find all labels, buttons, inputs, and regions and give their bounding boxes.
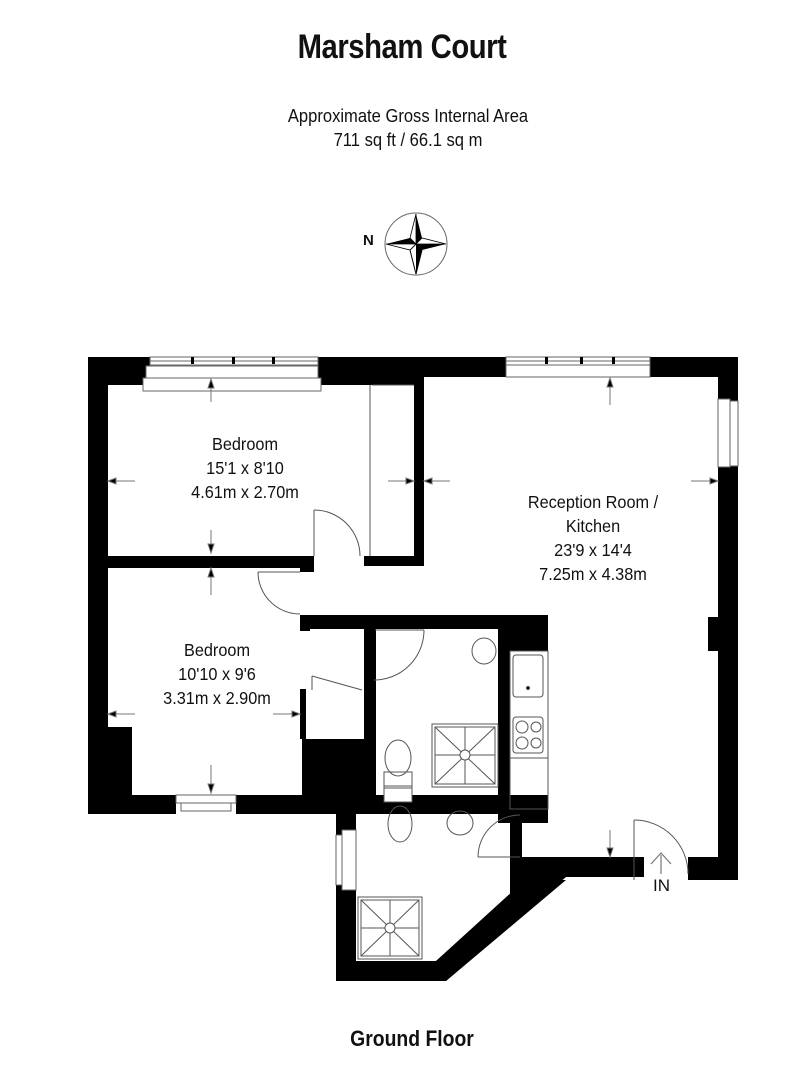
room-metric: 7.25m x 4.38m (539, 564, 647, 584)
area-summary: Approximate Gross Internal Area 711 sq f… (33, 104, 784, 152)
dimension-arrows (106, 376, 720, 859)
room-name: Reception Room / (527, 492, 659, 512)
room-imperial: 23'9 x 14'4 (554, 540, 632, 560)
compass-rose-icon (384, 212, 448, 276)
walls (88, 357, 738, 981)
room-name-line2: Kitchen (565, 516, 621, 536)
entrance-label: IN (653, 876, 670, 895)
room-name: Bedroom (211, 434, 279, 454)
north-label: N (363, 232, 374, 249)
room-imperial: 10'10 x 9'6 (178, 664, 256, 684)
area-label: Approximate Gross Internal Area (287, 106, 529, 126)
room-label-reception-kitchen: Reception Room / Kitchen 23'9 x 14'4 7.2… (514, 490, 672, 586)
room-metric: 4.61m x 2.70m (191, 482, 299, 502)
bathroom-fixtures (357, 637, 499, 960)
room-name: Bedroom (183, 640, 251, 660)
wardrobe (369, 384, 414, 556)
kitchen-fittings (509, 650, 549, 810)
property-title: Marsham Court (297, 28, 507, 66)
area-value: 711 sq ft / 66.1 sq m (333, 130, 483, 150)
entrance-arrow-icon (650, 852, 672, 874)
room-metric: 3.31m x 2.90m (163, 688, 271, 708)
room-label-bedroom-2: Bedroom 10'10 x 9'6 3.31m x 2.90m (147, 638, 287, 710)
doors (257, 509, 689, 880)
room-label-bedroom-1: Bedroom 15'1 x 8'10 4.61m x 2.70m (175, 432, 315, 504)
room-imperial: 15'1 x 8'10 (206, 458, 284, 478)
floor-label: Ground Floor (350, 1026, 474, 1051)
